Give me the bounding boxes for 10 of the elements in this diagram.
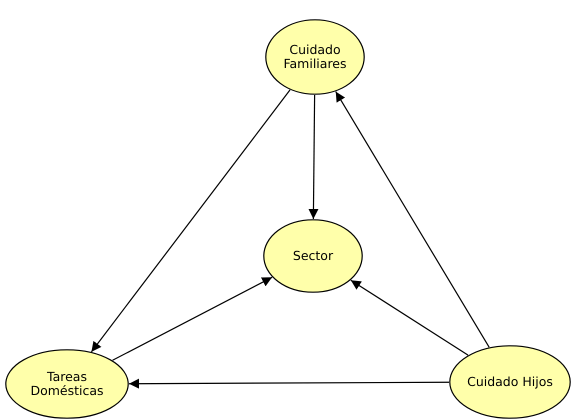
arrow xyxy=(335,91,490,348)
node-label: Tareas Domésticas xyxy=(29,370,105,398)
arrow xyxy=(350,280,468,356)
arrow xyxy=(90,90,290,352)
node-label: Sector xyxy=(292,248,334,264)
arrow xyxy=(112,276,272,361)
node-label: Cuidado Hijos xyxy=(466,374,554,390)
arrow xyxy=(129,378,449,389)
node-label: Cuidado Familiares xyxy=(282,42,348,72)
arrow xyxy=(308,95,318,219)
